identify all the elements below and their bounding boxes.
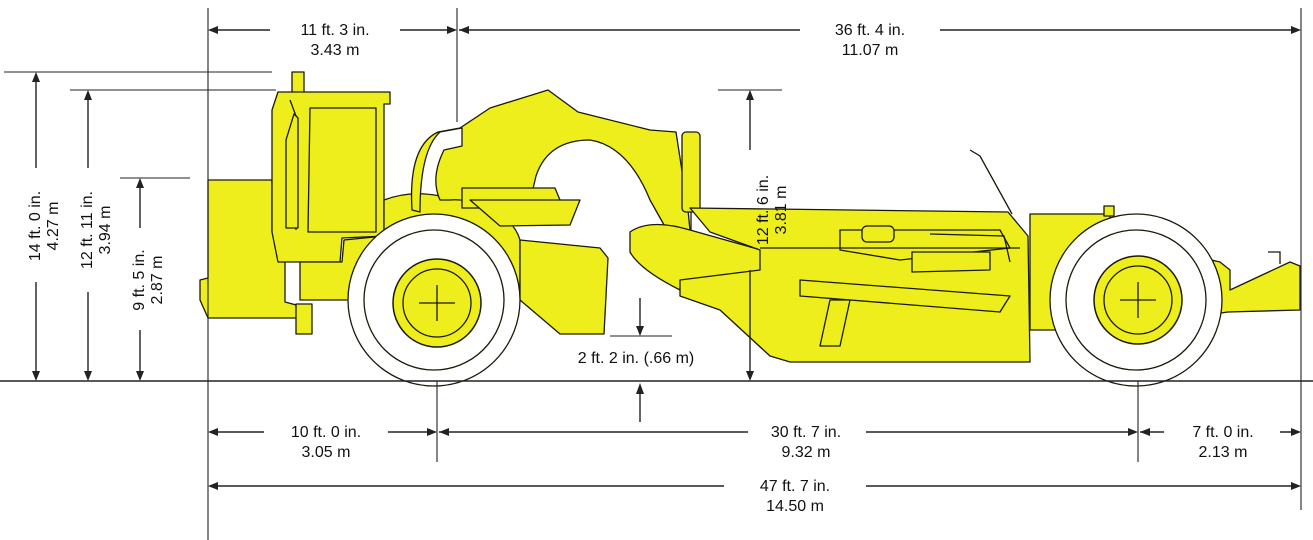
arrow-right	[1291, 482, 1301, 490]
front-overhang-ft-label: 10 ft. 0 in.	[291, 424, 361, 441]
pin-joint	[861, 225, 895, 243]
hydraulic-cylinder	[681, 131, 701, 213]
hitch-frame	[519, 239, 609, 335]
arrow-down	[84, 371, 92, 381]
cab-door-window	[285, 113, 299, 229]
arrow-up	[746, 90, 754, 100]
cab-height-m-label: 3.94 m	[97, 206, 114, 255]
ejector-lever	[969, 149, 1013, 215]
dimension-labels: 11 ft. 3 in. 3.43 m 36 ft. 4 in. 11.07 m…	[27, 22, 1254, 515]
arrow-left	[208, 428, 218, 436]
overall-length-ft-label: 47 ft. 7 in.	[760, 478, 830, 495]
arrow-down	[136, 371, 144, 381]
arrow-right	[1291, 26, 1301, 34]
arrow-right	[427, 428, 437, 436]
cutting-edge	[799, 279, 1011, 313]
cab-height-ft-label: 12 ft. 11 in.	[79, 191, 96, 269]
ground-clearance-label: 2 ft. 2 in. (.66 m)	[578, 350, 694, 367]
front-hub-ring	[402, 268, 472, 338]
bowl-strut	[819, 299, 851, 347]
arrow-right	[1291, 428, 1301, 436]
scraper-illustration	[199, 71, 1301, 387]
cab-length-m-label: 3.43 m	[311, 42, 360, 59]
front-axle-mark	[419, 285, 455, 321]
rear-handle	[1268, 251, 1281, 264]
bowl-length-m-label: 11.07 m	[842, 42, 899, 59]
apron-linkage	[929, 233, 1011, 263]
pusher-block	[469, 199, 581, 227]
arrow-down	[32, 371, 40, 381]
front-step	[295, 303, 313, 335]
arrow-up	[32, 72, 40, 82]
apron-cylinder	[911, 251, 991, 273]
bowl-height-m-label: 3.81 m	[773, 186, 790, 235]
arrow-right	[1128, 428, 1138, 436]
rear-overhang-ft-label: 7 ft. 0 in.	[1192, 424, 1253, 441]
hood-height-m-label: 2.87 m	[149, 256, 166, 305]
arrow-down	[746, 371, 754, 381]
dimension-lines	[32, 26, 1301, 490]
rear-hub-ring	[1103, 265, 1173, 335]
hood-height-ft-label: 9 ft. 5 in.	[131, 249, 148, 310]
reference-lines	[0, 8, 1313, 540]
front-overhang-m-label: 3.05 m	[302, 444, 351, 461]
overall-height-ft-label: 14 ft. 0 in.	[27, 191, 44, 261]
arrow-down	[636, 326, 644, 336]
arrow-left	[208, 26, 218, 34]
wheelbase-ft-label: 30 ft. 7 in.	[771, 424, 841, 441]
rear-overhang-m-label: 2.13 m	[1199, 444, 1248, 461]
arrow-left	[439, 428, 449, 436]
rear-cap	[1103, 205, 1115, 217]
overall-length-m-label: 14.50 m	[766, 498, 824, 515]
arrow-left	[208, 482, 218, 490]
wheelbase-m-label: 9.32 m	[782, 444, 831, 461]
rear-axle-mark	[1120, 282, 1156, 318]
arrow-up	[84, 90, 92, 100]
overall-height-m-label: 4.27 m	[45, 202, 62, 251]
arrow-up	[636, 383, 644, 394]
bowl-length-ft-label: 36 ft. 4 in.	[835, 22, 905, 39]
arrow-left	[1140, 428, 1150, 436]
arrow-left	[459, 26, 469, 34]
cab-length-ft-label: 11 ft. 3 in.	[300, 22, 369, 39]
arrow-up	[136, 178, 144, 188]
arrow-right	[447, 26, 457, 34]
bowl-height-ft-label: 12 ft. 6 in.	[755, 175, 772, 245]
cab-window	[307, 107, 377, 233]
